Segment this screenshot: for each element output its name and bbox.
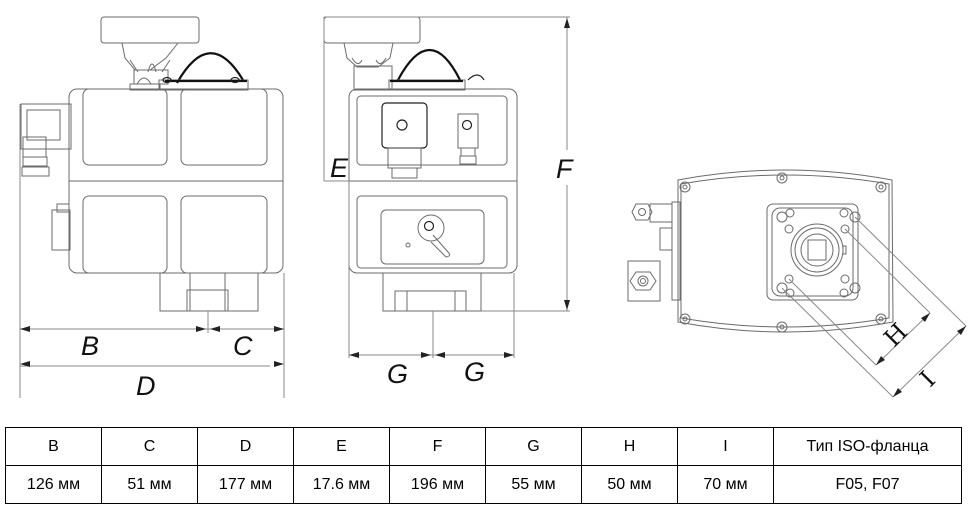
- value-cell: 55 мм: [485, 465, 582, 504]
- dim-label-e: E: [330, 153, 349, 183]
- flange-hole-f07: [849, 211, 861, 223]
- indicator-cap: [100, 16, 200, 44]
- value-cell: 50 мм: [581, 465, 678, 504]
- bottom-view: H I: [627, 169, 967, 398]
- value-cell: 177 мм: [197, 465, 294, 504]
- value-cell: 196 мм: [389, 465, 486, 504]
- side-view: B C D: [19, 16, 285, 401]
- flange-hole-f05: [784, 224, 794, 234]
- flange-hole: [839, 208, 849, 218]
- terminal-connector-small: [457, 113, 479, 149]
- housing-screw: [875, 313, 887, 325]
- dome-cover: [176, 52, 244, 84]
- front-view: E F G G: [323, 16, 574, 389]
- flange-hole-f05: [840, 274, 850, 284]
- dim-label-f: F: [556, 154, 574, 184]
- flange-hole-f05: [784, 274, 794, 284]
- dim-label-b: B: [81, 331, 99, 361]
- actuator-dimension-drawing: B C D: [19, 16, 967, 401]
- flange-hole-f05: [840, 224, 850, 234]
- flange-hole-f07: [849, 282, 861, 294]
- flange-hole: [839, 288, 849, 298]
- header-cell: G: [485, 427, 582, 466]
- indicator-cap: [323, 16, 421, 44]
- header-cell: F: [389, 427, 486, 466]
- iso-flange: [766, 203, 859, 301]
- table-header-row: B C D E F G H I Тип ISO-фланца: [5, 427, 962, 466]
- value-cell: 17.6 мм: [293, 465, 390, 504]
- hex-connector-large: [627, 260, 661, 302]
- housing-screw: [776, 321, 788, 333]
- header-cell: C: [101, 427, 198, 466]
- dim-label-g-right: G: [464, 357, 485, 387]
- square-drive: [807, 239, 827, 261]
- housing-screw: [679, 313, 691, 325]
- value-cell: 51 мм: [101, 465, 198, 504]
- header-cell: I: [677, 427, 774, 466]
- terminal-connector-large: [381, 102, 428, 149]
- dim-label-g-left: G: [387, 359, 408, 389]
- housing-screw: [679, 181, 691, 193]
- dimensions-table: B C D E F G H I Тип ISO-фланца 126 мм 51…: [5, 427, 962, 504]
- value-cell: 70 мм: [677, 465, 774, 504]
- flange-hole-f07: [776, 211, 788, 223]
- side-connector: [51, 209, 71, 251]
- dim-label-i: I: [914, 366, 941, 393]
- value-cell: F05, F07: [773, 465, 962, 504]
- table-value-row: 126 мм 51 мм 177 мм 17.6 мм 196 мм 55 мм…: [5, 465, 962, 504]
- housing-screw: [776, 172, 788, 184]
- header-cell: H: [581, 427, 678, 466]
- dim-label-d: D: [136, 371, 156, 401]
- dim-label-c: C: [233, 331, 253, 361]
- output-flange: [159, 272, 259, 312]
- housing-screw: [875, 181, 887, 193]
- flange-hole: [785, 288, 795, 298]
- flange-hole-f07: [776, 282, 788, 294]
- header-cell: D: [197, 427, 294, 466]
- header-cell: B: [5, 427, 102, 466]
- bottom-housing: [677, 169, 894, 333]
- hex-connector-small: [631, 203, 653, 221]
- header-cell: E: [293, 427, 390, 466]
- manual-override-panel: [380, 209, 485, 265]
- header-cell: Тип ISO-фланца: [773, 427, 962, 466]
- override-screw: [423, 220, 435, 232]
- flange-hole: [785, 208, 795, 218]
- value-cell: 126 мм: [5, 465, 102, 504]
- dome-cover: [397, 49, 461, 81]
